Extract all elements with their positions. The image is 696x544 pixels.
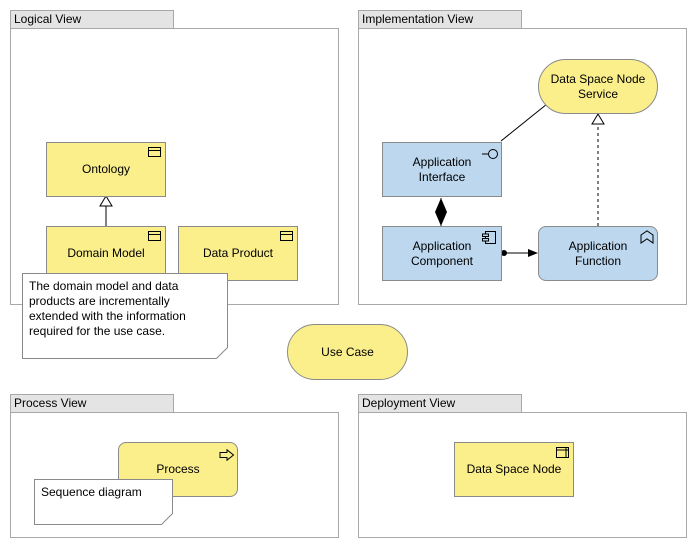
ontology-label: Ontology	[81, 162, 131, 176]
use-case-label: Use Case	[321, 344, 374, 359]
business-object-icon	[148, 147, 161, 157]
data-product-element[interactable]: Data Product	[178, 226, 298, 281]
application-interface-label: Application Interface	[412, 154, 472, 184]
interface-lollipop-icon	[482, 149, 498, 159]
node-icon	[556, 447, 569, 458]
composition-diamond	[435, 198, 447, 226]
note-fold-corner	[161, 513, 173, 525]
logical-note[interactable]: The domain model and data products are i…	[22, 273, 228, 359]
process-label: Process	[156, 462, 200, 476]
ontology-element[interactable]: Ontology	[46, 142, 166, 197]
business-object-icon	[148, 231, 161, 241]
specialization-arrowhead	[99, 195, 113, 207]
use-case-element[interactable]: Use Case	[287, 324, 408, 380]
application-component-label: Application Component	[410, 238, 474, 268]
data-product-label: Data Product	[202, 246, 274, 260]
note-fold-corner	[216, 347, 228, 359]
interface-service-line[interactable]	[500, 103, 548, 142]
data-space-node-label: Data Space Node	[466, 462, 562, 476]
realization-arrowhead	[591, 113, 605, 125]
process-arrow-icon	[219, 449, 235, 461]
application-interface-element[interactable]: Application Interface	[382, 142, 502, 197]
component-icon	[482, 231, 496, 244]
domain-model-label: Domain Model	[67, 246, 145, 260]
domain-model-element[interactable]: Domain Model	[46, 226, 166, 281]
data-space-node-service-label: Data Space Node Service	[550, 71, 646, 101]
application-function-element[interactable]: Application Function	[538, 226, 658, 281]
implementation-view-tab[interactable]: Implementation View	[358, 10, 522, 29]
process-note[interactable]: Sequence diagram	[34, 479, 173, 525]
application-function-label: Application Function	[568, 238, 628, 268]
assignment-arrowhead	[528, 249, 538, 257]
data-space-node-service-element[interactable]: Data Space Node Service	[538, 59, 658, 114]
function-chevron-icon	[640, 230, 654, 244]
assignment-dot	[501, 250, 507, 256]
data-space-node-element[interactable]: Data Space Node	[454, 442, 574, 497]
business-object-icon	[280, 231, 293, 241]
